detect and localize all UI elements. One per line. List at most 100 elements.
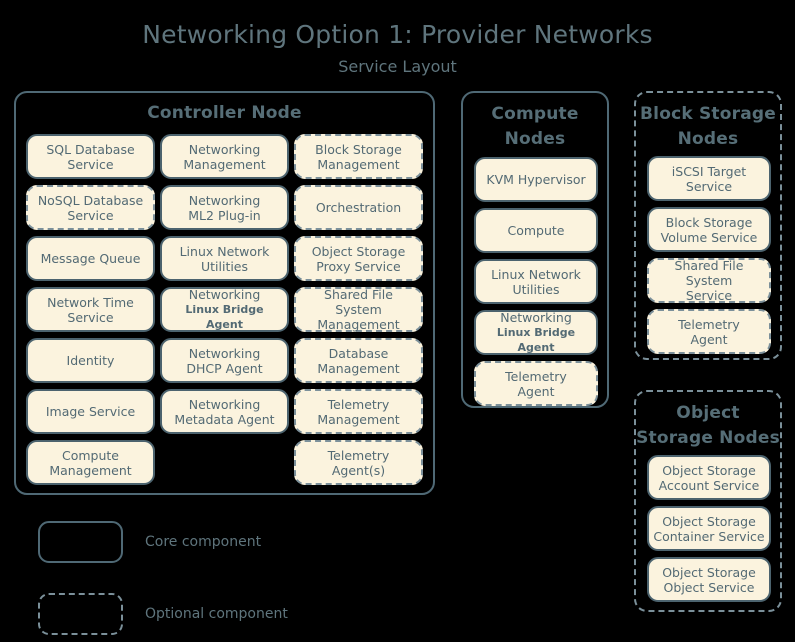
page-title: Networking Option 1: Provider Networks — [142, 20, 653, 49]
legend-label: Core component — [145, 534, 262, 550]
component-label-line1: Compute — [61, 447, 119, 463]
component-box[interactable]: Compute — [474, 208, 598, 253]
component-label-line1: Telemetry — [505, 368, 567, 384]
component-label-line2: Linux Bridge Agent — [496, 326, 576, 354]
legend-swatch-core — [38, 521, 123, 563]
component-label-line2: Metadata Agent — [174, 411, 275, 427]
legend-label: Optional component — [145, 606, 288, 622]
legend-row: Optional component — [38, 591, 378, 637]
component-box[interactable]: Identity — [26, 338, 155, 383]
component-label-line2: Agent(s) — [331, 462, 386, 478]
component-label-line2: Object Service — [663, 579, 755, 595]
legend-row: Core component — [38, 519, 378, 565]
component-label-line2: Management — [317, 317, 400, 332]
component-label-line2: Service — [67, 156, 114, 172]
legend-swatch-optional — [38, 593, 123, 635]
component-label-line1: Telemetry — [327, 396, 390, 412]
component-label-line1: Object Storage — [662, 564, 756, 580]
component-label-line1: Linux Network — [491, 266, 581, 282]
component-label-line1: Shared File System — [324, 287, 393, 317]
component-label-line2: Management — [183, 156, 266, 172]
component-label-line2: Management — [317, 156, 400, 172]
component-label-line1: iSCSI Target — [671, 163, 747, 179]
component-label-line1: Message Queue — [40, 251, 141, 266]
component-label-line2: Volume Service — [660, 229, 758, 245]
page-subtitle: Service Layout — [338, 57, 457, 76]
component-label-line1: Shared File System — [674, 258, 744, 288]
component-label-line1: Networking — [500, 310, 572, 325]
component-label-line1: SQL Database — [46, 141, 135, 157]
component-label-line2: Utilities — [200, 258, 249, 274]
component-label-line2: Account Service — [658, 477, 760, 493]
component-label-line2: DHCP Agent — [186, 360, 263, 376]
component-label-line1: Database — [328, 345, 389, 361]
component-label-line1: Object Storage — [662, 462, 756, 478]
component-label-line1: Telemetry — [678, 316, 740, 332]
component-label-line2: Management — [317, 411, 400, 427]
group-title-controller-node: Controller Node — [147, 103, 302, 123]
component-label-line2: Container Service — [653, 528, 765, 544]
component-box[interactable]: Image Service — [26, 389, 155, 434]
component-label-line2: Service — [67, 309, 114, 325]
component-label-line1: Networking — [188, 141, 261, 157]
component-box[interactable]: KVM Hypervisor — [474, 157, 598, 202]
component-label-line2: Agent — [690, 331, 728, 347]
component-label-line2: Utilities — [512, 281, 560, 297]
group-title-object-storage-nodes: Object Storage Nodes — [636, 403, 780, 448]
group-title-block-storage-nodes: Block Storage Nodes — [640, 104, 776, 149]
component-label-line1: Object Storage — [311, 243, 406, 259]
component-label-line1: Object Storage — [662, 513, 756, 529]
component-label-line1: KVM Hypervisor — [486, 172, 586, 187]
component-label-line2: Service — [685, 178, 733, 194]
component-label-line1: Networking — [188, 345, 261, 361]
component-label-line2: Service — [67, 207, 114, 223]
component-label-line1: NoSQL Database — [37, 192, 144, 208]
component-label-line2: Management — [49, 462, 132, 478]
component-box[interactable]: Orchestration — [294, 185, 423, 230]
component-label-line1: Telemetry — [327, 447, 390, 463]
component-label-line1: Networking — [188, 396, 261, 412]
component-label-line2: Management — [317, 360, 400, 376]
group-title-compute-nodes: Compute Nodes — [491, 104, 579, 149]
component-label-line1: Networking — [188, 192, 261, 208]
component-label-line2: Proxy Service — [316, 258, 401, 274]
component-box[interactable]: Message Queue — [26, 236, 155, 281]
title-block: Networking Option 1: Provider Networks S… — [0, 20, 795, 78]
component-label-line2: Agent — [517, 383, 555, 399]
